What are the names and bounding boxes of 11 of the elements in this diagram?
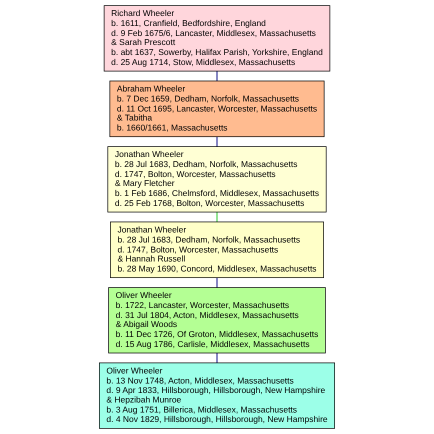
node-box: Jonathan Wheeler b. 28 Jul 1683, Dedham, Norfolk, Massachusetts d. 1747, Bolton, Worcester, Massachusetts & Hannah Russell b. 28 May 1690, Concord, Middlesex, Massachusetts [110,222,324,278]
node-box: Oliver Wheeler b. 13 Nov 1748, Acton, Middlesex, Massachusetts d. 9 Apr 1833, Hillsborough, Hillsborough, New Hampshire & Hepzibah Munroe b. 3 Aug 1751, Billerica, Middlesex, Massachusetts d. 4 Nov 1829, Hillsborough, Hillsborough, New Hampshire [99,362,335,429]
connector [216,136,218,147]
connector [216,212,218,222]
node-box: Richard Wheeler b. 1611, Cranfield, Bedfordshire, England d. 9 Feb 1675/6, Lancaster, Middlesex, Massachusetts & Sarah Prescott b. abt 1637, Sowerby, Halifax Parish, Yorkshire, England d. 25 Aug 1714, Stow, Middlesex, Massachusetts [104,5,330,72]
connector [216,278,218,288]
connector [216,353,218,363]
connector [216,71,218,81]
node-box: Oliver Wheeler b. 1722, Lancaster, Worcester, Massachusetts d. 31 Jul 1804, Acton, Middlesex, Massachusetts & Abigail Woods b. 11 Dec 1726, Of Groton, Middlesex, Massachusetts d. 15 Aug 1786, Carlisle, Middlesex, Massachusetts [108,287,326,354]
node-box: Jonathan Wheeler b. 28 Jul 1683, Dedham, Norfolk, Massachusetts d. 1747, Bolton, Worcester, Massachusetts & Mary Fletcher b. 1 Feb 1686, Chelmsford, Middlesex, Massachusetts d. 25 Feb 1768, Bolton, Worcester, Massachusetts [107,146,327,212]
node-box: Abraham Wheeler b. 7 Dec 1659, Dedham, Norfolk, Massachusetts d. 11 Oct 1695, Lancaster, Worcester, Massachusetts & Tabitha b. 1660/1661, Massachusetts [110,80,324,138]
